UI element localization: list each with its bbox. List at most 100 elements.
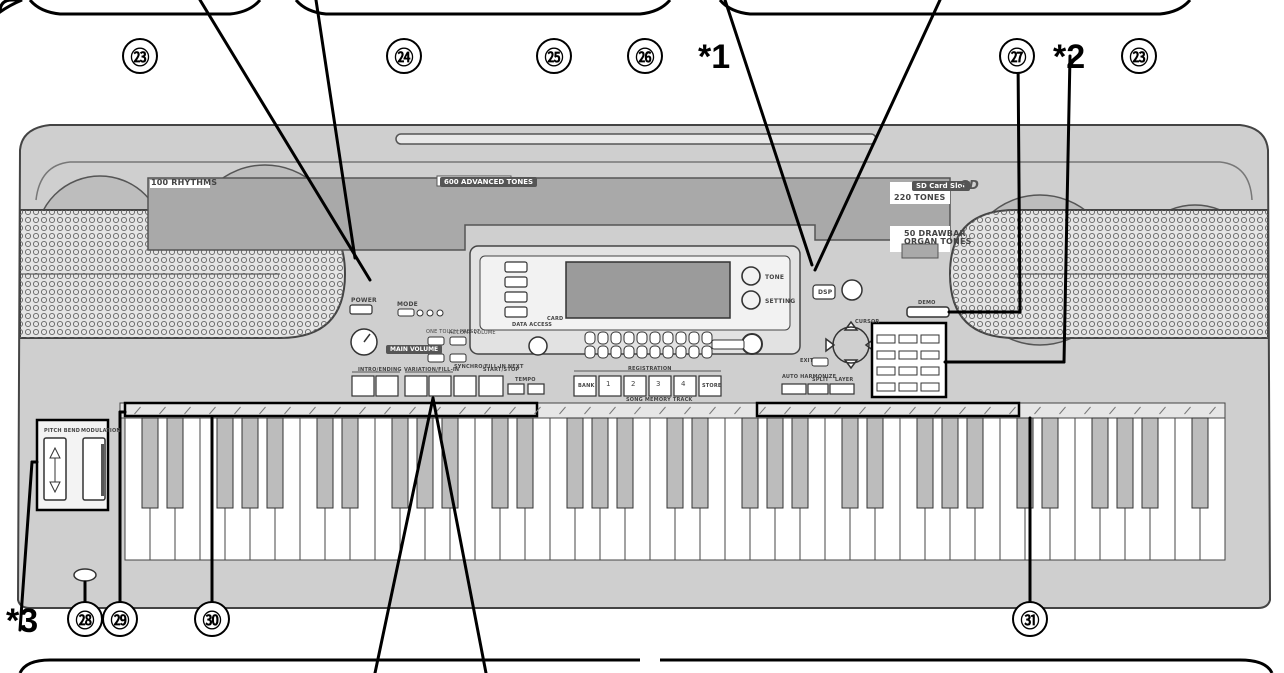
key-strip-tick bbox=[284, 406, 291, 415]
black-key[interactable] bbox=[691, 417, 709, 509]
key-strip-tick bbox=[184, 406, 191, 415]
btn-label-4: 4 bbox=[681, 380, 686, 388]
top-frame-a bbox=[28, 0, 262, 16]
black-key[interactable] bbox=[1141, 417, 1159, 509]
key-strip-tick bbox=[1159, 406, 1166, 415]
black-key[interactable] bbox=[516, 417, 534, 509]
label-pitch-bend: PITCH BEND bbox=[44, 428, 81, 434]
label-mode: MODE bbox=[397, 301, 418, 308]
label-demo: DEMO bbox=[918, 300, 936, 306]
key-strip-tick bbox=[534, 406, 541, 415]
key-strip-tick bbox=[934, 406, 941, 415]
label-intro-ending: INTRO/ENDING bbox=[358, 367, 402, 373]
key-strip-tick bbox=[984, 406, 991, 415]
label-bank: BANK bbox=[578, 383, 595, 389]
label-cursor: CURSOR bbox=[855, 319, 880, 325]
label-auto-harmonize: AUTO HARMONIZE bbox=[782, 374, 837, 380]
key-strip-tick bbox=[709, 406, 716, 415]
label-song-memory: SONG MEMORY TRACK bbox=[626, 397, 693, 403]
black-key[interactable] bbox=[166, 417, 184, 509]
key-strip-tick bbox=[834, 406, 841, 415]
callout-31: ㉛ bbox=[1012, 601, 1048, 637]
key-strip-tick bbox=[409, 406, 416, 415]
key-strip-tick bbox=[609, 406, 616, 415]
black-key[interactable] bbox=[341, 417, 359, 509]
black-key[interactable] bbox=[316, 417, 334, 509]
black-key[interactable] bbox=[266, 417, 284, 509]
rhythm-button-row bbox=[351, 375, 855, 397]
key-strip-tick bbox=[859, 406, 866, 415]
black-key[interactable] bbox=[416, 417, 434, 509]
key-strip-tick bbox=[584, 406, 591, 415]
key-strip-tick bbox=[384, 406, 391, 415]
label-220-tones: 220 TONES bbox=[894, 193, 946, 202]
black-key[interactable] bbox=[491, 417, 509, 509]
black-key[interactable] bbox=[391, 417, 409, 509]
label-dsp: DSP bbox=[818, 289, 833, 296]
key-strip-tick bbox=[359, 406, 366, 415]
key-strip-tick bbox=[1084, 406, 1091, 415]
black-key[interactable] bbox=[791, 417, 809, 509]
callout-26: ㉖ bbox=[627, 38, 663, 74]
key-strip-tick bbox=[684, 406, 691, 415]
black-key[interactable] bbox=[216, 417, 234, 509]
label-power: POWER bbox=[351, 297, 377, 304]
black-key[interactable] bbox=[441, 417, 459, 509]
black-key[interactable] bbox=[841, 417, 859, 509]
lcd-side-buttons bbox=[504, 261, 528, 318]
callout-23-left: ㉓ bbox=[122, 38, 158, 74]
black-key[interactable] bbox=[1091, 417, 1109, 509]
key-strip-tick bbox=[659, 406, 666, 415]
black-key[interactable] bbox=[616, 417, 634, 509]
key-strip-tick bbox=[1209, 406, 1216, 415]
black-key[interactable] bbox=[141, 417, 159, 509]
label-registration: REGISTRATION bbox=[628, 366, 672, 372]
key-strip-tick bbox=[634, 406, 641, 415]
top-left-frame bbox=[0, 0, 23, 14]
label-accomp: ACCOMP VOLUME bbox=[449, 330, 496, 336]
label-synchro: SYNCHRO/FILL-IN NEXT bbox=[454, 364, 524, 370]
callout-29: ㉙ bbox=[102, 601, 138, 637]
key-strip-tick bbox=[884, 406, 891, 415]
label-variation-fill: VARIATION/FILL-IN bbox=[404, 367, 460, 373]
label-modulation: MODULATION bbox=[81, 428, 121, 434]
callout-24: ㉔ bbox=[386, 38, 422, 74]
label-setting: SETTING bbox=[765, 298, 796, 305]
key-strip-tick bbox=[1109, 406, 1116, 415]
bottom-frame-b bbox=[660, 658, 1274, 673]
label-layer: LAYER bbox=[835, 377, 854, 383]
callout-28: ㉘ bbox=[67, 601, 103, 637]
black-key[interactable] bbox=[916, 417, 934, 509]
top-frame-b bbox=[294, 0, 672, 16]
label-organ-tones: ORGAN TONES bbox=[904, 237, 972, 246]
key-strip-tick bbox=[209, 406, 216, 415]
black-key[interactable] bbox=[241, 417, 259, 509]
black-key[interactable] bbox=[566, 417, 584, 509]
black-key[interactable] bbox=[766, 417, 784, 509]
label-main-volume: MAIN VOLUME bbox=[386, 345, 443, 354]
label-rhythms: 100 RHYTHMS bbox=[151, 178, 218, 187]
label-exit: EXIT bbox=[800, 358, 814, 364]
key-strip-tick bbox=[259, 406, 266, 415]
black-key[interactable] bbox=[866, 417, 884, 509]
black-key[interactable] bbox=[966, 417, 984, 509]
btn-label-2: 2 bbox=[631, 380, 636, 388]
black-key[interactable] bbox=[666, 417, 684, 509]
black-key[interactable] bbox=[1116, 417, 1134, 509]
black-key[interactable] bbox=[741, 417, 759, 509]
black-key[interactable] bbox=[941, 417, 959, 509]
key-strip-tick bbox=[309, 406, 316, 415]
key-strip-tick bbox=[909, 406, 916, 415]
btn-label-1: 1 bbox=[606, 380, 611, 388]
key-strip-tick bbox=[484, 406, 491, 415]
label-sd-card-slot: SD Card Slot bbox=[912, 181, 970, 191]
top-frame-c bbox=[718, 0, 1192, 16]
black-key[interactable] bbox=[1041, 417, 1059, 509]
key-strip-tick bbox=[959, 406, 966, 415]
black-key[interactable] bbox=[591, 417, 609, 509]
right-speaker bbox=[948, 194, 1269, 346]
label-tone: TONE bbox=[765, 274, 785, 281]
black-key[interactable] bbox=[1191, 417, 1209, 509]
